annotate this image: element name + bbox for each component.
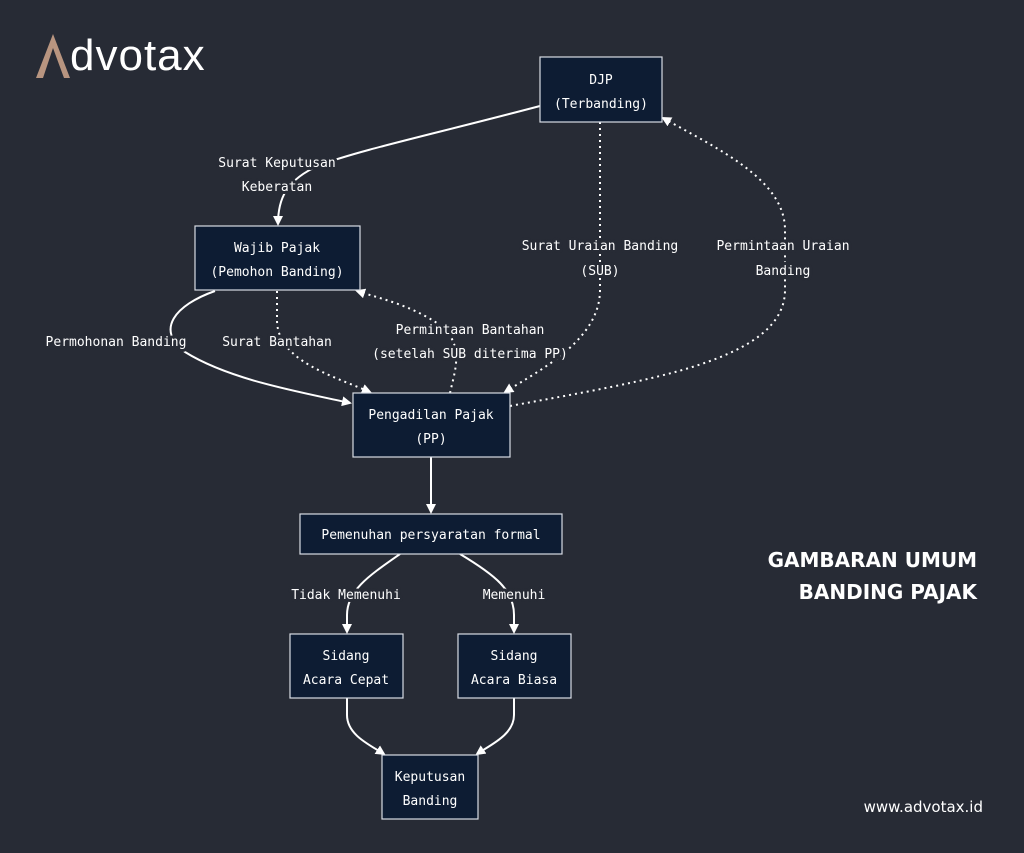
edge-djp-to-pp-sub (503, 122, 601, 394)
page-title-line-1: GAMBARAN UMUM (767, 548, 977, 572)
edge-djp-to-wp (273, 105, 541, 226)
label-sub: Surat Uraian Banding (522, 239, 679, 254)
advotax-logo: dvotax (36, 34, 206, 78)
edge-pp-to-wp-request (355, 288, 458, 394)
node-wajib-pajak: Wajib Pajak (Pemohon Banding) (194, 225, 361, 291)
page-title: GAMBARAN UMUM BANDING PAJAK (768, 544, 977, 608)
node-biasa-title: Sidang (491, 649, 538, 664)
node-pengadilan-pajak: Pengadilan Pajak (PP) (352, 392, 511, 458)
edge-biasa-to-keputusan (475, 698, 515, 756)
logo-a-mark-icon (36, 34, 70, 78)
node-pp-subtitle: (PP) (415, 432, 446, 447)
edge-formal-to-biasa (459, 553, 519, 634)
node-djp: DJP (Terbanding) (539, 56, 663, 123)
label-surat-keputusan-keberatan: Surat Keputusan (218, 156, 335, 171)
node-keputusan-title: Keputusan (395, 770, 465, 785)
node-biasa-subtitle: Acara Biasa (471, 673, 557, 688)
page-title-line-2: BANDING PAJAK (798, 580, 977, 604)
edge-wp-to-pp-permohonan (169, 290, 352, 407)
node-cepat-subtitle: Acara Cepat (303, 673, 389, 688)
node-sidang-acara-biasa: Sidang Acara Biasa (457, 633, 572, 699)
node-djp-subtitle: (Terbanding) (554, 97, 648, 112)
edge-formal-to-cepat (342, 553, 401, 634)
website-url: www.advotax.id (863, 798, 983, 816)
label-memenuhi: Memenuhi (483, 588, 546, 603)
edge-cepat-to-keputusan (346, 698, 386, 756)
node-wp-subtitle: (Pemohon Banding) (210, 265, 343, 280)
node-djp-title: DJP (589, 73, 613, 88)
node-wp-title: Wajib Pajak (234, 241, 320, 256)
label-tidak-memenuhi: Tidak Memenuhi (291, 588, 401, 603)
label-sub-2: (SUB) (580, 264, 619, 279)
label-surat-bantahan: Surat Bantahan (222, 335, 332, 350)
node-pp-title: Pengadilan Pajak (368, 408, 493, 423)
label-permintaan-bantahan-2: (setelah SUB diterima PP) (372, 347, 568, 362)
label-permohonan-banding: Permohonan Banding (46, 335, 187, 350)
node-pemenuhan-persyaratan: Pemenuhan persyaratan formal (299, 513, 563, 555)
label-permintaan-uraian: Permintaan Uraian (716, 239, 849, 254)
edge-pp-to-djp-request (509, 117, 786, 407)
node-keputusan-banding: Keputusan Banding (381, 754, 479, 820)
label-permintaan-bantahan: Permintaan Bantahan (396, 323, 545, 338)
node-sidang-acara-cepat: Sidang Acara Cepat (289, 633, 404, 699)
node-keputusan-subtitle: Banding (403, 794, 458, 809)
logo-text: dvotax (70, 31, 206, 80)
label-surat-keputusan-keberatan-2: Keberatan (242, 180, 312, 195)
node-formal-title: Pemenuhan persyaratan formal (321, 528, 540, 543)
node-cepat-title: Sidang (323, 649, 370, 664)
label-permintaan-uraian-2: Banding (756, 264, 811, 279)
